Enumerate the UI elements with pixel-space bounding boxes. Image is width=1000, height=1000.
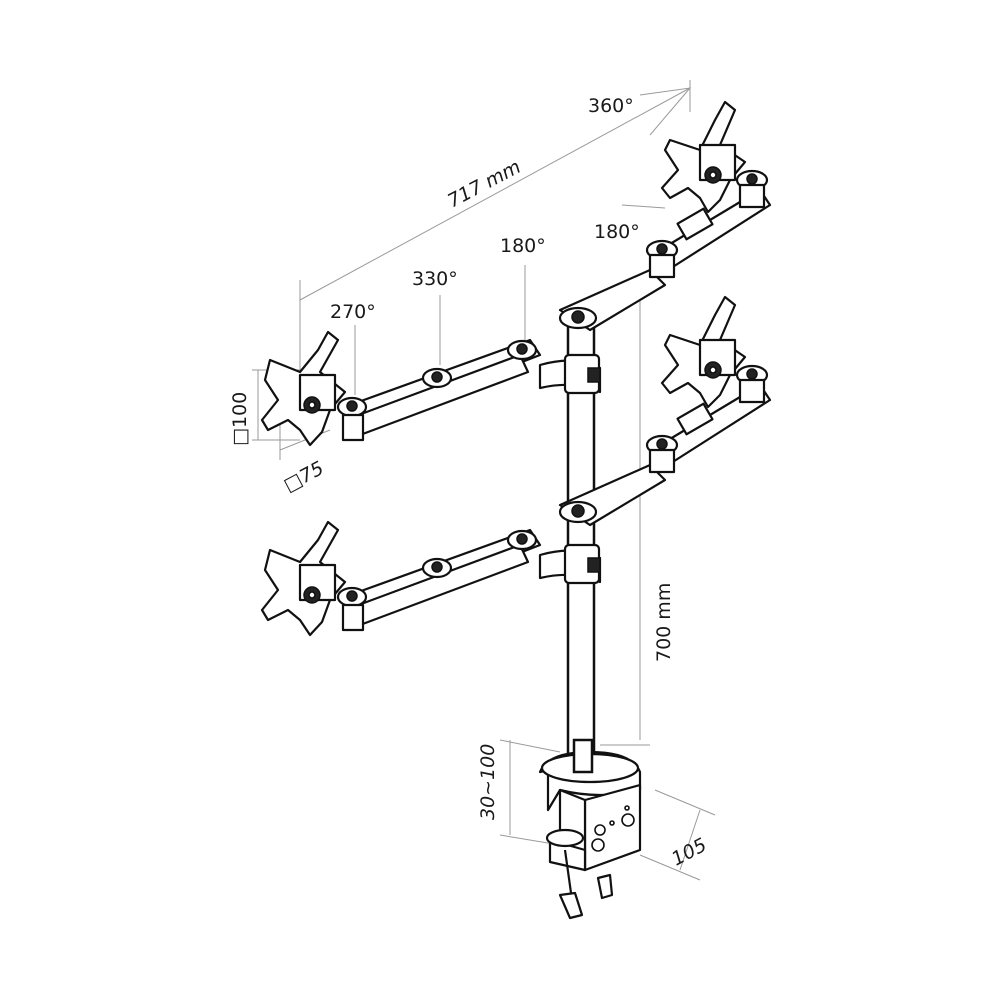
pole-height-label: 700 mm xyxy=(653,583,675,662)
right-upper-arm xyxy=(558,169,772,332)
clamp-pin-1 xyxy=(624,805,630,811)
vesa-plate-lower-right xyxy=(660,295,747,409)
right-lower-joint-outer-bolt xyxy=(746,368,758,380)
vesa-plate-lower-left-knob-center xyxy=(308,591,316,599)
upper-collar-lock-screw xyxy=(587,367,601,383)
left-lower-arm xyxy=(336,528,602,632)
right-lower-arm xyxy=(558,364,772,527)
clamp-bolt-hole-3 xyxy=(621,813,635,827)
clamp-depth-line xyxy=(679,809,701,871)
left-lower-joint-outer-bolt xyxy=(346,590,358,602)
right-lower-joint-middle-stack xyxy=(648,448,676,474)
clamp-wing-left xyxy=(558,891,584,920)
clamp-bolt-hole-1 xyxy=(594,824,606,836)
span-dimension-line xyxy=(299,87,691,301)
clamp-body-side xyxy=(583,783,642,872)
right-lower-joint-outer-stack xyxy=(738,378,766,404)
desk-thickness-label: 30~100 xyxy=(477,744,499,820)
right-lower-cable-clip xyxy=(676,402,714,436)
right-upper-pole-joint-bolt xyxy=(571,310,585,324)
left-lower-joint-inner-bolt xyxy=(516,533,528,545)
vesa-plate-lower-left xyxy=(260,520,347,637)
left-upper-joint-middle-bolt xyxy=(431,371,443,383)
clamp-depth-ext-b xyxy=(639,854,701,881)
vesa-plate-upper-right-knob-center xyxy=(709,171,717,179)
desk-ext-top xyxy=(499,739,561,753)
clamp-wing-right xyxy=(596,873,614,900)
vesa-plate-upper-left xyxy=(260,330,347,447)
vesa-100-label: □100 xyxy=(229,392,251,446)
right-upper-joint-outer-bolt xyxy=(746,173,758,185)
vesa-plate-upper-left-knob-center xyxy=(308,401,316,409)
right-upper-joint-middle-bolt xyxy=(656,243,668,255)
pole-collars xyxy=(563,353,601,585)
pole-base-neck xyxy=(572,738,594,774)
right-upper-cable-clip xyxy=(676,207,714,241)
lower-collar-lock-screw xyxy=(587,557,601,573)
left-lower-joint-middle-bolt xyxy=(431,561,443,573)
rotation-180-inner-label: 180° xyxy=(500,235,546,257)
left-upper-arm xyxy=(336,338,602,442)
clamp-screw-knob xyxy=(545,828,585,848)
right-upper-joint-middle-stack xyxy=(648,253,676,279)
rotation-270-label: 270° xyxy=(330,301,376,323)
clamp-depth-label: 105 xyxy=(668,834,710,870)
vesa-plate-lower-right-knob-center xyxy=(709,366,717,374)
clamp-screw-shaft xyxy=(563,849,574,901)
rotation-360-label: 360° xyxy=(588,95,634,117)
vesa-plate-upper-right xyxy=(660,100,747,214)
left-upper-joint-stack xyxy=(341,413,365,442)
right-lower-pole-joint-bolt xyxy=(571,504,585,518)
rotation-180-right-leader xyxy=(621,204,666,209)
clamp-jaw xyxy=(548,838,587,872)
left-upper-joint-outer-bolt xyxy=(346,400,358,412)
rotation-360-leader xyxy=(639,87,692,136)
clamp-pin-2 xyxy=(609,820,615,826)
right-upper-joint-outer-stack xyxy=(738,183,766,209)
left-upper-joint-inner-bolt xyxy=(516,343,528,355)
clamp-bolt-hole-2 xyxy=(591,838,605,852)
desk-clamp xyxy=(538,738,642,920)
rotation-330-label: 330° xyxy=(412,268,458,290)
rotation-180-right-label: 180° xyxy=(594,221,640,243)
clamp-depth-ext-a xyxy=(654,789,716,816)
right-lower-joint-middle-bolt xyxy=(656,438,668,450)
left-lower-joint-stack xyxy=(341,603,365,632)
vesa-75-label: □75 xyxy=(280,457,328,496)
